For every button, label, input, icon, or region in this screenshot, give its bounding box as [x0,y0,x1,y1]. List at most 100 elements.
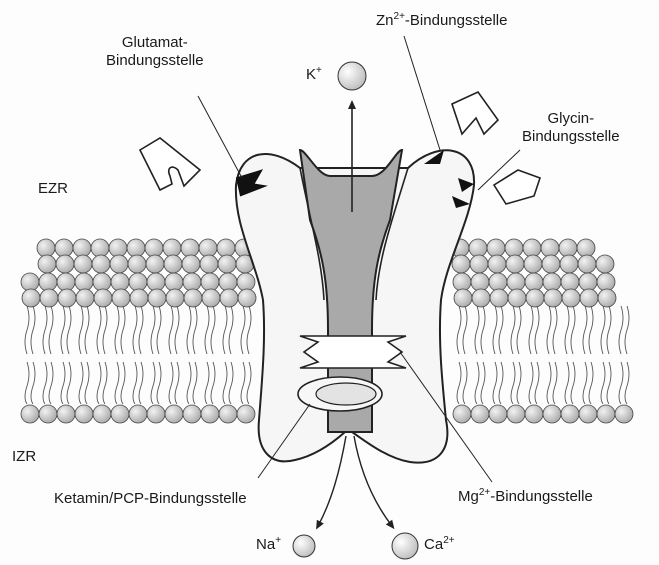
lipid-head [579,405,597,423]
lipid-head [598,289,616,307]
potassium-ion [338,62,366,90]
lipid-head [111,273,129,291]
lipid-tail [457,362,461,404]
lipid-tail [187,306,191,354]
lipid-tail [493,306,497,354]
lipid-tail [103,306,107,354]
zinc-leader-line [404,36,440,150]
lipid-tail [121,362,125,404]
lipid-tail [133,306,137,354]
lipid-head [76,289,94,307]
lipid-tail [49,362,53,404]
lipid-tail [619,362,623,404]
lipid-head [147,405,165,423]
lipid-head [93,405,111,423]
magnesium-block [300,336,406,368]
lipid-head [57,405,75,423]
magnesium-symbol: Mg [458,488,479,505]
lipid-head [91,239,109,257]
lipid-head [111,405,129,423]
lipid-head [145,239,163,257]
lipid-head [163,239,181,257]
lipid-head [487,239,505,257]
lipid-head [597,405,615,423]
lipid-head [544,289,562,307]
lipid-head [109,239,127,257]
lipid-tail [193,362,197,404]
zinc-site-text: -Bindungsstelle [405,12,508,29]
zinc-charge: 2+ [394,11,405,22]
lipid-head [596,255,614,273]
lipid-head [454,289,472,307]
lipid-tail [211,306,215,354]
lipid-tail [25,306,29,354]
lipid-head [130,289,148,307]
potassium-symbol: K [306,66,316,83]
lipid-head [112,289,130,307]
lipid-head [526,289,544,307]
lipid-head [489,273,507,291]
lipid-head [201,273,219,291]
lipid-tail [571,362,575,404]
lipid-tail [223,306,227,354]
lipid-head [128,255,146,273]
calcium-charge: 2+ [443,535,454,546]
lipid-head [470,255,488,273]
lipid-head [164,255,182,273]
lipid-tail [241,306,245,354]
lipid-tail [223,362,227,404]
glutamate-ligand-shape [140,138,200,190]
lipid-tail [133,362,137,404]
lipid-head [56,255,74,273]
potassium-label: K+ [306,66,322,84]
lipid-tail [61,306,65,354]
glutamate-site-label: Glutamat- Bindungsstelle [106,34,204,70]
lipid-tail [79,362,83,404]
lipid-head [543,405,561,423]
lipid-tail [205,306,209,354]
lipid-tail [547,306,551,354]
lipid-tail [481,306,485,354]
lipid-head [469,239,487,257]
lipid-head [471,405,489,423]
lipid-tail [97,306,101,354]
lipid-head [506,255,524,273]
calcium-symbol: Ca [424,536,443,553]
lipid-tail [25,362,29,404]
lipid-head [508,289,526,307]
lipid-head [58,289,76,307]
lipid-head [523,239,541,257]
glycine-site-label: Glycin- Bindungsstelle [522,110,620,146]
lipid-tail [601,362,605,404]
lipid-tail [589,306,593,354]
lipid-tail [463,306,467,354]
lipid-tail [31,362,35,404]
lipid-tail [565,362,569,404]
lipid-tail [247,362,251,404]
glycine-label-line2: Bindungsstelle [522,128,620,146]
magnesium-charge: 2+ [479,487,490,498]
lipid-tail [493,362,497,404]
lipid-head [541,239,559,257]
lipid-head [580,289,598,307]
lipid-head [93,273,111,291]
lipid-tail [85,306,89,354]
lipid-head [597,273,615,291]
lipid-tail [169,306,173,354]
lipid-tail [499,362,503,404]
lipid-tail [511,362,515,404]
lipid-tail [43,306,47,354]
ketamine-site-label: Ketamin/PCP-Bindungsstelle [54,490,247,508]
lipid-tail [601,306,605,354]
lipid-tail [115,362,119,404]
lipid-tail [565,306,569,354]
lipid-tail [205,362,209,404]
glutamate-leader-line [198,96,242,178]
lipid-head [579,273,597,291]
lipid-head [183,405,201,423]
lipid-tail [499,306,503,354]
lipid-head [200,255,218,273]
lipid-tail [457,306,461,354]
izr-label: IZR [12,448,36,466]
